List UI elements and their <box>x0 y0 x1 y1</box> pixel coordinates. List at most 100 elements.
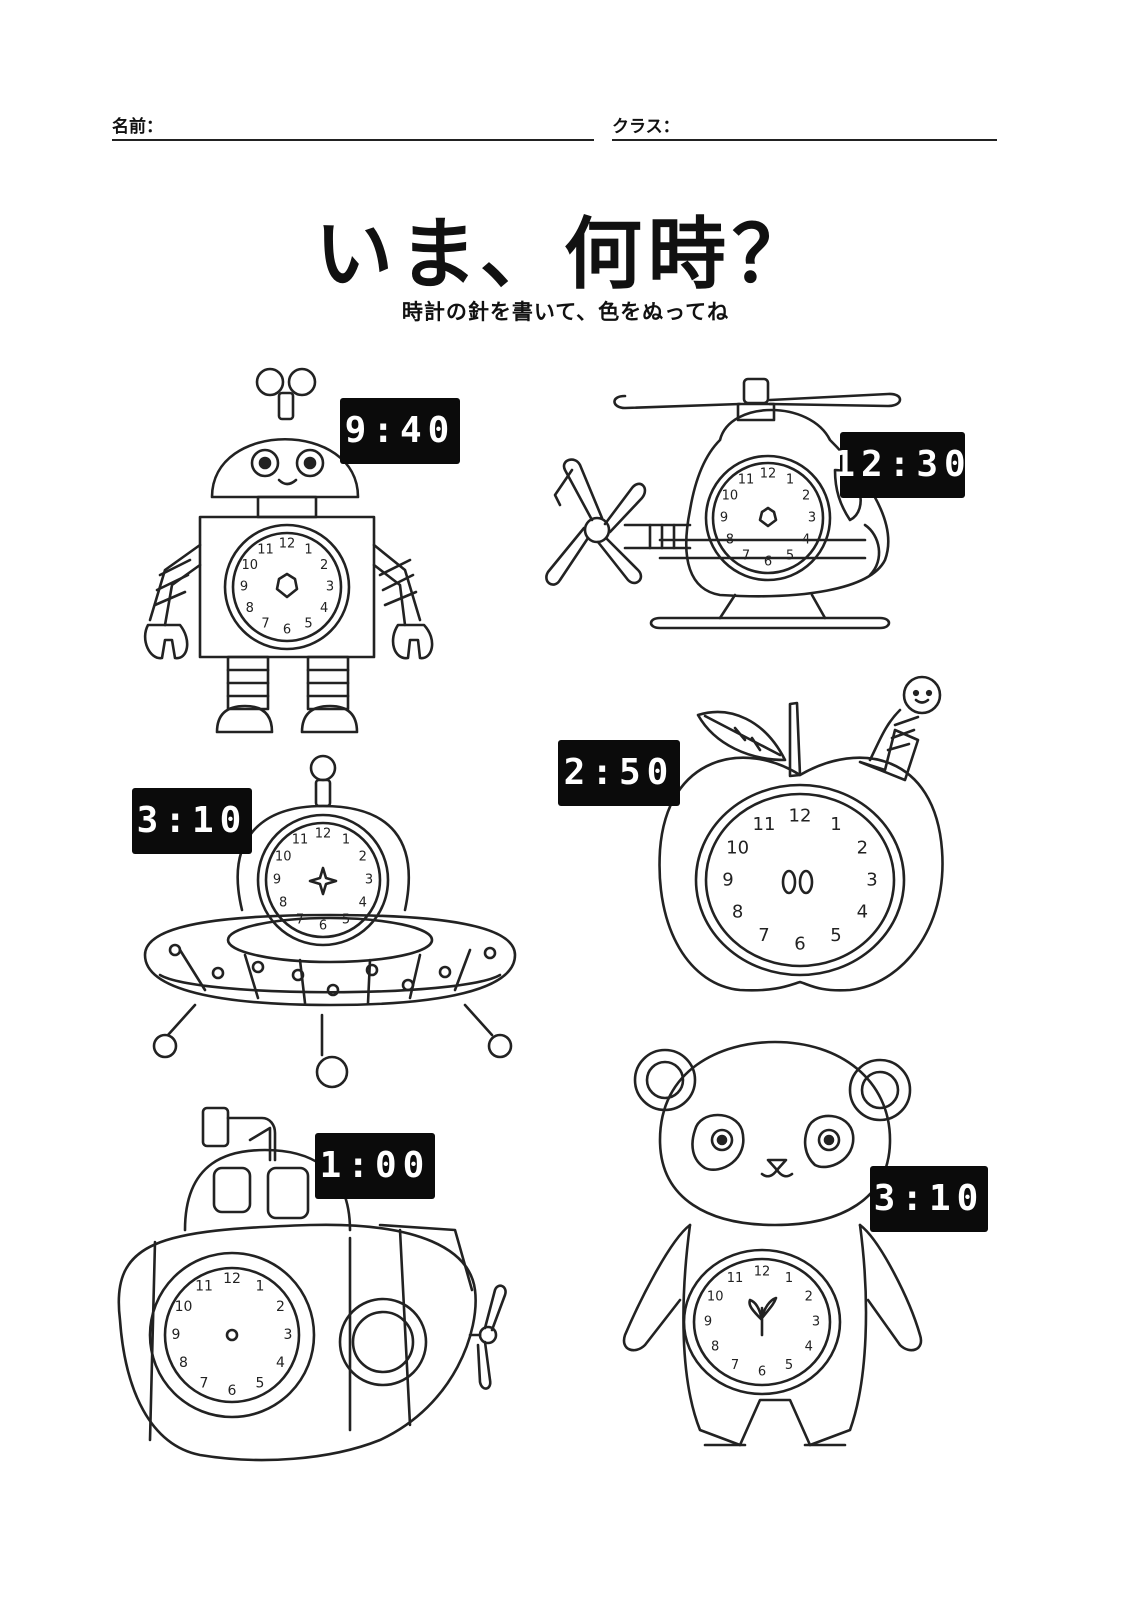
panda-clock-face[interactable] <box>682 1248 842 1396</box>
apple-numeral-9: 9 <box>722 870 733 891</box>
ufo-numeral-11: 11 <box>292 833 309 848</box>
submarine-numeral-3: 3 <box>284 1327 293 1343</box>
ufo-numeral-10: 10 <box>275 850 292 865</box>
robot-numeral-12: 12 <box>279 537 296 552</box>
robot-numeral-7: 7 <box>261 617 269 632</box>
helicopter-numeral-2: 2 <box>802 489 810 504</box>
robot-numeral-9: 9 <box>240 580 248 595</box>
submarine-numeral-6: 6 <box>228 1383 237 1399</box>
robot-clock-face[interactable] <box>223 523 351 651</box>
robot-numeral-4: 4 <box>320 601 328 616</box>
time-badge-ufo: 3:10 <box>132 788 252 854</box>
panda-numeral-10: 10 <box>707 1290 724 1305</box>
apple-numeral-8: 8 <box>732 902 743 923</box>
time-badge-panda: 3:10 <box>870 1166 988 1232</box>
time-badge-robot: 9:40 <box>340 398 460 464</box>
submarine-numeral-10: 10 <box>175 1299 193 1315</box>
helicopter-numeral-12: 12 <box>760 467 777 482</box>
apple-numeral-7: 7 <box>758 925 769 946</box>
class-label: クラス： <box>612 117 680 137</box>
apple-numeral-6: 6 <box>794 934 805 955</box>
time-badge-helicopter: 12:30 <box>833 432 966 498</box>
helicopter-illustration <box>545 377 902 630</box>
helicopter-numeral-10: 10 <box>722 489 739 504</box>
panda-numeral-1: 1 <box>785 1271 793 1286</box>
apple-numeral-3: 3 <box>866 870 877 891</box>
ufo-numeral-4: 4 <box>359 896 367 911</box>
submarine-numeral-7: 7 <box>200 1376 209 1392</box>
name-label: 名前： <box>112 117 163 137</box>
ufo-numeral-2: 2 <box>359 850 367 865</box>
helicopter-clock-face[interactable] <box>704 454 832 582</box>
helicopter-numeral-8: 8 <box>726 533 734 548</box>
ufo-numeral-1: 1 <box>342 833 350 848</box>
robot-numeral-1: 1 <box>304 542 312 557</box>
submarine-clock-face[interactable] <box>148 1251 316 1419</box>
helicopter-numeral-3: 3 <box>808 511 816 526</box>
apple-numeral-10: 10 <box>726 838 749 859</box>
robot-numeral-10: 10 <box>242 558 259 573</box>
apple-numeral-12: 12 <box>789 806 812 827</box>
apple-numeral-2: 2 <box>857 838 868 859</box>
robot-illustration <box>143 367 434 734</box>
ufo-clock-face[interactable] <box>256 813 390 947</box>
name-field-line[interactable] <box>112 139 594 141</box>
helicopter-numeral-4: 4 <box>802 533 810 548</box>
panda-numeral-9: 9 <box>704 1315 712 1330</box>
apple-numeral-4: 4 <box>857 902 868 923</box>
robot-numeral-6: 6 <box>283 623 291 638</box>
robot-numeral-11: 11 <box>257 542 274 557</box>
panda-numeral-4: 4 <box>805 1340 813 1355</box>
panda-numeral-2: 2 <box>805 1290 813 1305</box>
robot-numeral-2: 2 <box>320 558 328 573</box>
ufo-numeral-9: 9 <box>273 873 281 888</box>
apple-numeral-11: 11 <box>753 814 776 835</box>
panda-numeral-3: 3 <box>812 1315 820 1330</box>
panda-numeral-6: 6 <box>758 1365 766 1380</box>
submarine-numeral-1: 1 <box>256 1279 265 1295</box>
page-title: いま、何時？ <box>315 210 816 300</box>
apple-numeral-5: 5 <box>830 925 841 946</box>
helicopter-numeral-11: 11 <box>738 472 755 487</box>
robot-numeral-8: 8 <box>246 601 254 616</box>
panda-numeral-12: 12 <box>754 1265 771 1280</box>
page-subtitle: 時計の針を書いて、色をぬってね <box>401 300 730 324</box>
robot-numeral-3: 3 <box>326 580 334 595</box>
panda-numeral-11: 11 <box>727 1271 744 1286</box>
class-field-line[interactable] <box>612 139 997 141</box>
panda-numeral-5: 5 <box>785 1358 793 1373</box>
helicopter-numeral-6: 6 <box>764 555 772 570</box>
apple-illustration <box>658 675 944 992</box>
helicopter-numeral-1: 1 <box>786 472 794 487</box>
ufo-illustration <box>143 754 517 1089</box>
panda-illustration <box>622 1040 923 1447</box>
ufo-numeral-5: 5 <box>342 912 350 927</box>
submarine-numeral-12: 12 <box>223 1271 241 1287</box>
time-badge-apple: 2:50 <box>558 740 680 806</box>
submarine-numeral-9: 9 <box>172 1327 181 1343</box>
submarine-numeral-2: 2 <box>276 1299 285 1315</box>
ufo-numeral-8: 8 <box>279 896 287 911</box>
submarine-numeral-4: 4 <box>276 1355 285 1371</box>
apple-clock-face[interactable] <box>694 783 906 977</box>
panda-numeral-7: 7 <box>731 1358 739 1373</box>
apple-numeral-1: 1 <box>830 814 841 835</box>
submarine-numeral-11: 11 <box>195 1279 213 1295</box>
ufo-numeral-12: 12 <box>315 827 332 842</box>
submarine-numeral-5: 5 <box>256 1376 265 1392</box>
ufo-numeral-3: 3 <box>365 873 373 888</box>
robot-numeral-5: 5 <box>304 617 312 632</box>
time-badge-submarine: 1:00 <box>315 1133 435 1199</box>
ufo-numeral-6: 6 <box>319 919 327 934</box>
ufo-numeral-7: 7 <box>296 912 304 927</box>
submarine-illustration <box>117 1106 507 1462</box>
helicopter-numeral-9: 9 <box>720 511 728 526</box>
submarine-numeral-8: 8 <box>179 1355 188 1371</box>
